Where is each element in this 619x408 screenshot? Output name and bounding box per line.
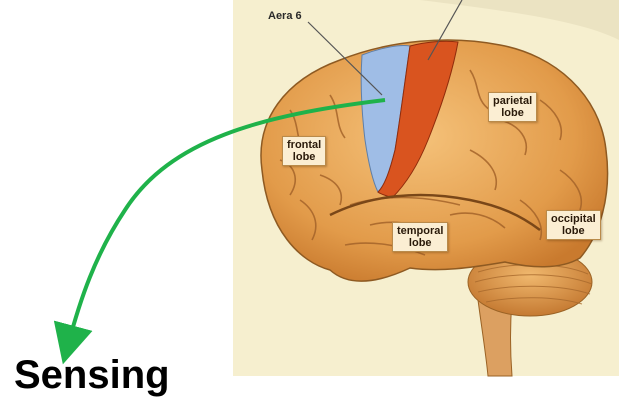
temporal-lobe-label-line2: lobe (397, 237, 443, 249)
temporal-lobe-label-line1: temporal (397, 225, 443, 237)
area-6-label: Aera 6 (268, 10, 302, 22)
occipital-lobe-label-line1: occipital (551, 213, 596, 225)
parietal-lobe-label-line1: parietal (493, 95, 532, 107)
sensing-caption: Sensing (14, 352, 170, 398)
parietal-lobe-label: parietal lobe (488, 92, 537, 122)
occipital-lobe-label-line2: lobe (551, 225, 596, 237)
frontal-lobe-label-line2: lobe (287, 151, 321, 163)
temporal-lobe-label: temporal lobe (392, 222, 448, 252)
parietal-lobe-label-line2: lobe (493, 107, 532, 119)
occipital-lobe-label: occipital lobe (546, 210, 601, 240)
frontal-lobe-label: frontal lobe (282, 136, 326, 166)
frontal-lobe-label-line1: frontal (287, 139, 321, 151)
